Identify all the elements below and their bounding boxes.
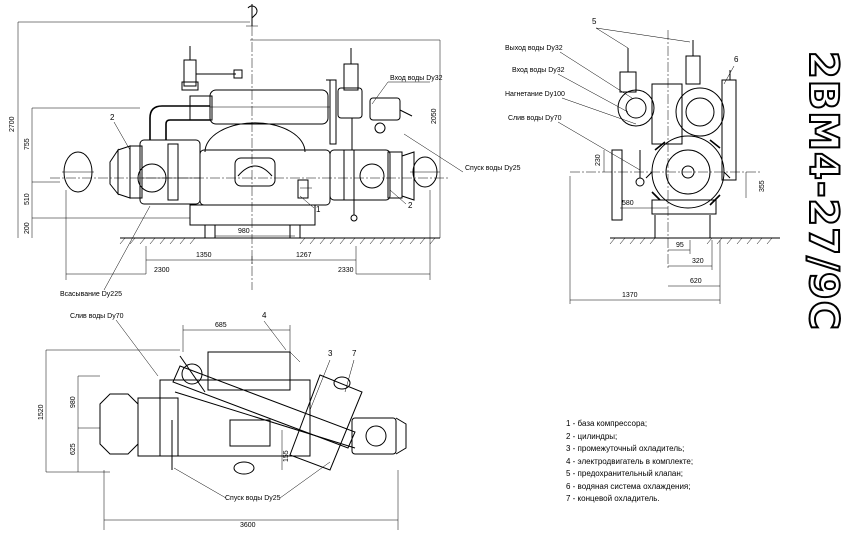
label-water-out: Выход воды Dy32 bbox=[505, 45, 563, 52]
label-water-drain-side: Слив воды Dy70 bbox=[508, 115, 562, 122]
legend-item: 1 - база компрессора; bbox=[566, 419, 648, 428]
label-suction: Всасывание Dy225 bbox=[60, 291, 122, 298]
label-water-in-side: Вход воды Dy32 bbox=[512, 67, 565, 74]
legend-item: 5 - предохранительный клапан; bbox=[566, 469, 684, 478]
lifting-hook-icon bbox=[246, 4, 258, 27]
dim-1520: 1520 bbox=[38, 404, 45, 420]
dim-155: 155 bbox=[283, 450, 290, 462]
safety-valve-left bbox=[181, 46, 243, 91]
callout-5: 5 bbox=[592, 17, 597, 26]
dim-200: 200 bbox=[24, 222, 31, 234]
dim-980: 980 bbox=[238, 228, 250, 235]
label-water-drain-plan: Слив воды Dy70 bbox=[70, 313, 124, 320]
dim-320: 320 bbox=[692, 258, 704, 265]
dim-685: 685 bbox=[215, 322, 227, 329]
aftercooler-plan bbox=[289, 374, 363, 471]
label-water-in-front: Вход воды Dy32 bbox=[390, 75, 443, 82]
dim-755: 755 bbox=[24, 138, 31, 150]
callout-7: 7 bbox=[352, 349, 357, 358]
dim-2330: 2330 bbox=[338, 267, 354, 274]
legend-item: 2 - цилиндры; bbox=[566, 431, 618, 441]
dim-1350: 1350 bbox=[196, 252, 212, 259]
dim-2700: 2700 bbox=[9, 116, 16, 132]
callout-2-left: 2 bbox=[110, 113, 115, 122]
dim-980-plan: 980 bbox=[70, 396, 77, 408]
label-water-release-front: Спуск воды Dy25 bbox=[465, 165, 521, 172]
legend-item: 7 - концевой охладитель. bbox=[566, 494, 660, 503]
dim-230: 230 bbox=[595, 154, 602, 166]
legend-item: 6 - водяная система охлаждения; bbox=[566, 481, 691, 491]
legend: 1 - база компрессора; 2 - цилиндры; 3 - … bbox=[566, 418, 756, 506]
dim-1267: 1267 bbox=[296, 252, 312, 259]
side-view: 230 355 580 95 320 620 1370 Выход воды D… bbox=[505, 17, 780, 304]
floor-hatch-front bbox=[119, 237, 436, 245]
legend-item: 3 - промежуточный охладитель; bbox=[566, 444, 685, 453]
intercooler-plan bbox=[172, 355, 356, 449]
dim-2050: 2050 bbox=[431, 108, 438, 124]
dim-620: 620 bbox=[690, 278, 702, 285]
dim-1370: 1370 bbox=[622, 292, 638, 299]
callout-4: 4 bbox=[262, 311, 267, 320]
dim-510: 510 bbox=[24, 193, 31, 205]
dim-580: 580 bbox=[622, 200, 634, 207]
callout-1: 1 bbox=[316, 205, 321, 214]
left-cylinder bbox=[109, 139, 201, 205]
callout-6: 6 bbox=[734, 55, 739, 64]
label-water-release-plan: Спуск воды Dy25 bbox=[225, 495, 281, 502]
callout-3: 3 bbox=[328, 349, 333, 358]
right-cylinder bbox=[329, 149, 415, 201]
callout-2-right: 2 bbox=[408, 201, 413, 210]
label-discharge: Нагнетание Dy100 bbox=[505, 91, 565, 98]
dim-355: 355 bbox=[759, 180, 766, 192]
dim-2300: 2300 bbox=[154, 267, 170, 274]
dim-3600: 3600 bbox=[240, 522, 256, 529]
front-view: 2700 755 510 200 2050 980 1350 1267 2330… bbox=[9, 4, 521, 298]
safety-valve-right bbox=[326, 48, 363, 222]
legend-item: 4 - электродвигатель в комплекте; bbox=[566, 456, 694, 466]
model-title: 2ВМ4-27/9С bbox=[799, 50, 847, 332]
plan-view: 685 1520 980 625 155 3600 Слив воды Dy70… bbox=[38, 311, 407, 530]
dim-95: 95 bbox=[676, 242, 684, 249]
dim-625: 625 bbox=[70, 443, 77, 455]
